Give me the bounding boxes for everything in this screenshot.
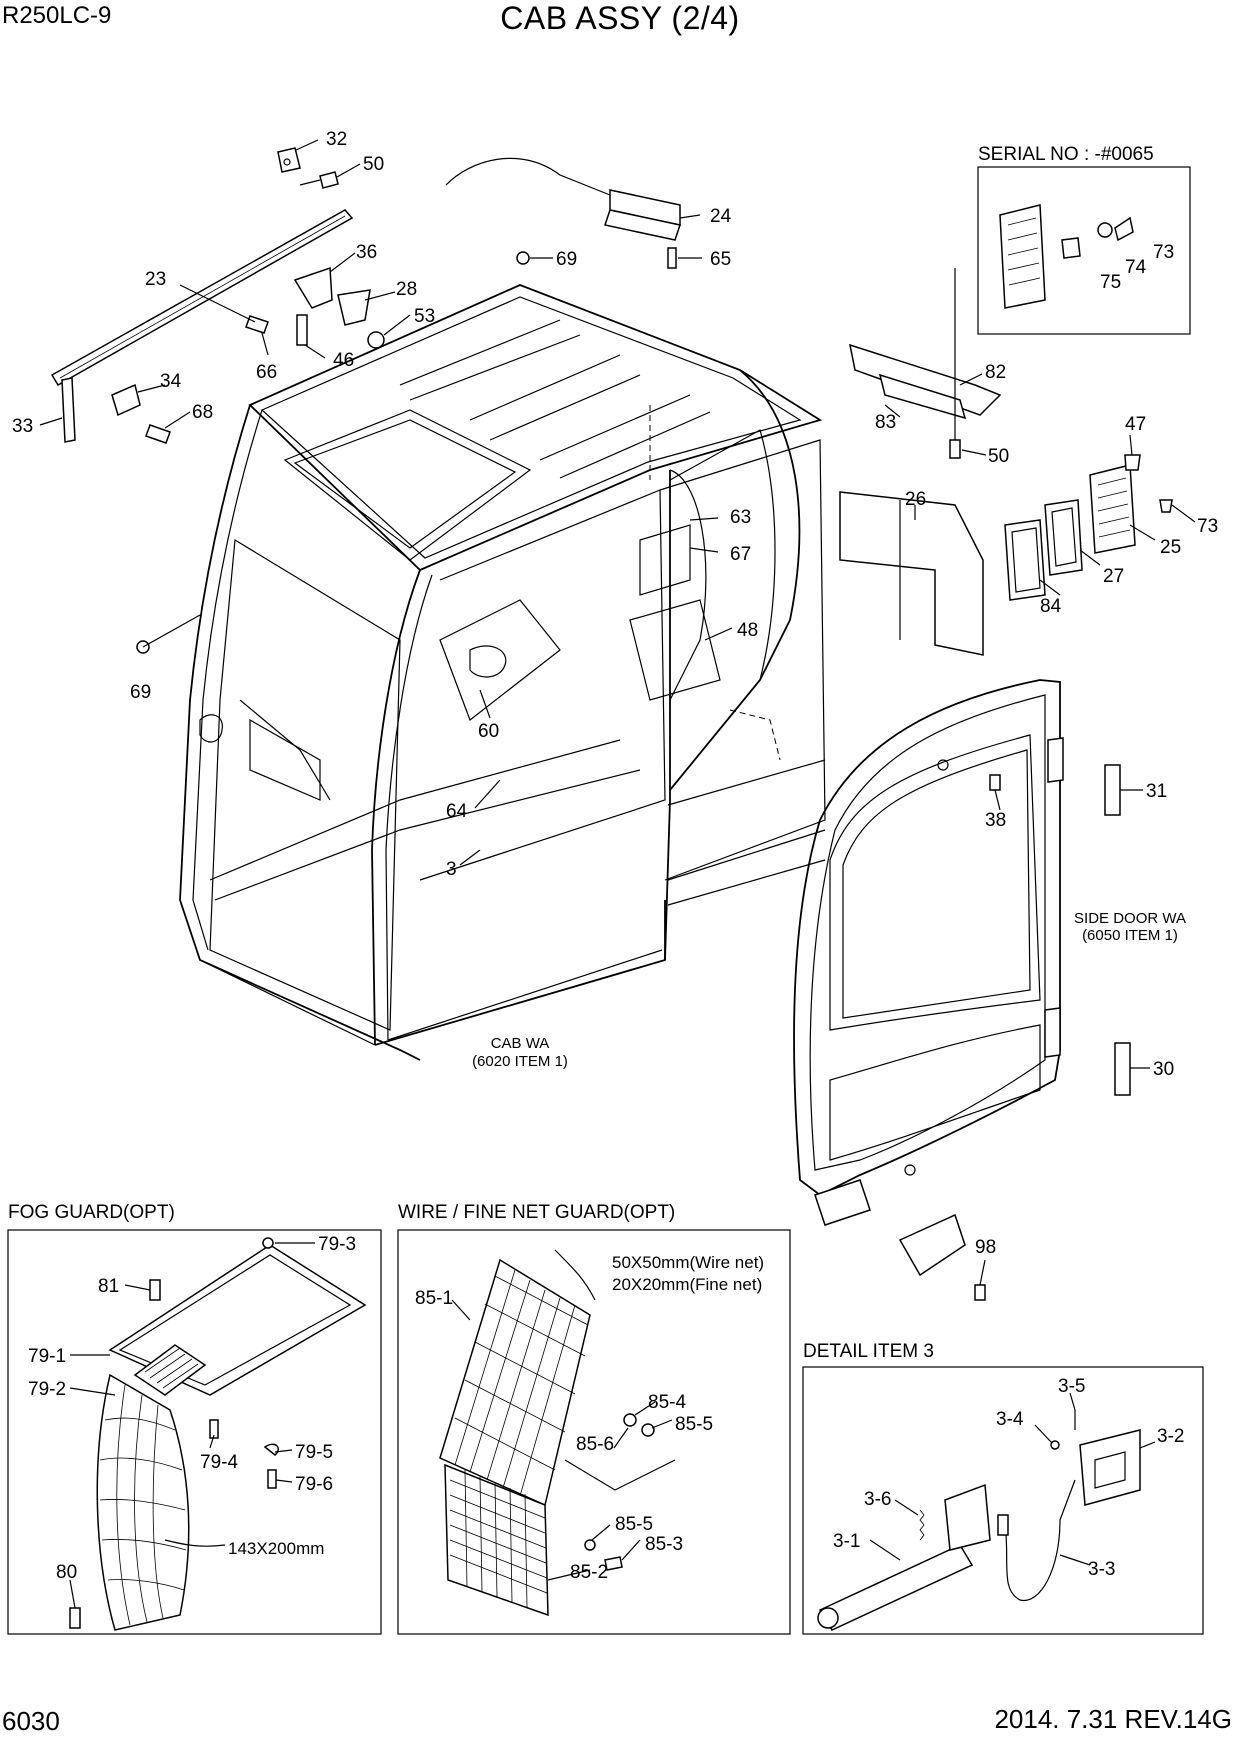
serial-no-label: SERIAL NO : -#0065 [978, 144, 1154, 165]
part-label-75: 75 [1100, 272, 1121, 293]
wire-guard-title: WIRE / FINE NET GUARD(OPT) [398, 1202, 675, 1223]
part-label-65: 65 [710, 249, 731, 270]
right-panel-parts [839, 268, 1173, 656]
part-label-68: 68 [192, 402, 213, 423]
part-label-85-5: 85-5 [675, 1414, 713, 1435]
part-label-24: 24 [710, 206, 732, 227]
part-label-47: 47 [1125, 414, 1146, 435]
detail-item-title: DETAIL ITEM 3 [803, 1341, 934, 1362]
part-label-36: 36 [356, 242, 377, 263]
part-label-80: 80 [56, 1562, 77, 1583]
part-label-3-5: 3-5 [1058, 1376, 1085, 1397]
serial-box [977, 166, 1191, 335]
part-label-23: 23 [145, 269, 166, 290]
part-label-30: 30 [1153, 1059, 1174, 1080]
part-label-28: 28 [396, 279, 417, 300]
leader-lines [39, 139, 1196, 1609]
part-label-53: 53 [414, 306, 435, 327]
part-label-46: 46 [333, 350, 354, 371]
part-label-3-3: 3-3 [1088, 1559, 1115, 1580]
part-label-79-6: 79-6 [295, 1474, 333, 1495]
part-label-85-5-lower: 85-5 [615, 1514, 653, 1535]
part-label-73: 73 [1153, 242, 1174, 263]
top-parts [50, 147, 681, 654]
part-label-85-4: 85-4 [648, 1392, 686, 1413]
part-label-26: 26 [905, 489, 926, 510]
part-label-69: 69 [556, 249, 577, 270]
wire-net-note: 50X50mm(Wire net) [612, 1253, 764, 1272]
cab-frame [179, 284, 826, 1061]
part-label-3-6: 3-6 [864, 1489, 891, 1510]
part-label-85-1: 85-1 [415, 1288, 453, 1309]
part-label-79-5: 79-5 [295, 1442, 333, 1463]
detail-item-3-panel [802, 1366, 1204, 1635]
part-labels: 32 50 24 65 69 23 36 28 53 46 66 34 68 3… [12, 129, 1218, 1583]
part-label-85-3: 85-3 [645, 1534, 683, 1555]
fog-guard-title: FOG GUARD(OPT) [8, 1202, 175, 1223]
part-label-3-2: 3-2 [1157, 1426, 1184, 1447]
part-label-82: 82 [985, 362, 1006, 383]
part-label-83: 83 [875, 412, 896, 433]
wire-net-guard-panel [397, 1229, 791, 1635]
part-label-79-2: 79-2 [28, 1379, 66, 1400]
part-label-38: 38 [985, 810, 1006, 831]
part-label-27: 27 [1103, 566, 1124, 587]
part-label-66: 66 [256, 362, 277, 383]
cab-wa-ref: (6020 ITEM 1) [472, 1053, 568, 1070]
part-label-85-6: 85-6 [576, 1434, 614, 1455]
part-label-60: 60 [478, 721, 499, 742]
part-label-79-1: 79-1 [28, 1346, 66, 1367]
part-label-3-1: 3-1 [833, 1531, 860, 1552]
part-label-73-lower: 73 [1197, 516, 1218, 537]
part-label-81: 81 [98, 1276, 119, 1297]
part-label-48: 48 [737, 620, 758, 641]
fog-guard-panel [7, 1229, 382, 1635]
part-label-85-2: 85-2 [570, 1562, 608, 1583]
side-door-note: SIDE DOOR WA [1074, 910, 1186, 927]
page-title: CAB ASSY (2/4) [500, 0, 740, 36]
part-label-63: 63 [730, 507, 751, 528]
part-label-74: 74 [1125, 257, 1147, 278]
part-label-31: 31 [1146, 781, 1167, 802]
part-label-79-4: 79-4 [200, 1452, 238, 1473]
part-label-25: 25 [1160, 537, 1181, 558]
part-label-84: 84 [1040, 596, 1062, 617]
fine-net-note: 20X20mm(Fine net) [612, 1275, 762, 1294]
part-label-69-left: 69 [130, 682, 151, 703]
cab-wa-note: CAB WA [491, 1035, 550, 1052]
side-door-ref: (6050 ITEM 1) [1082, 927, 1178, 944]
part-label-50: 50 [363, 154, 384, 175]
part-label-67: 67 [730, 544, 751, 565]
side-door [793, 679, 1131, 1301]
part-label-34: 34 [160, 371, 182, 392]
page-number: 6030 [2, 1706, 60, 1736]
part-label-79-3: 79-3 [318, 1234, 356, 1255]
fog-size-note: 143X200mm [228, 1539, 324, 1558]
part-label-3: 3 [446, 859, 457, 880]
part-label-32: 32 [326, 129, 347, 150]
revision-date: 2014. 7.31 REV.14G [994, 1704, 1232, 1734]
part-label-98: 98 [975, 1237, 996, 1258]
part-label-50-right: 50 [988, 446, 1009, 467]
part-label-64: 64 [446, 801, 468, 822]
part-label-33: 33 [12, 416, 33, 437]
model-name: R250LC-9 [2, 2, 112, 29]
part-label-3-4: 3-4 [996, 1409, 1024, 1430]
